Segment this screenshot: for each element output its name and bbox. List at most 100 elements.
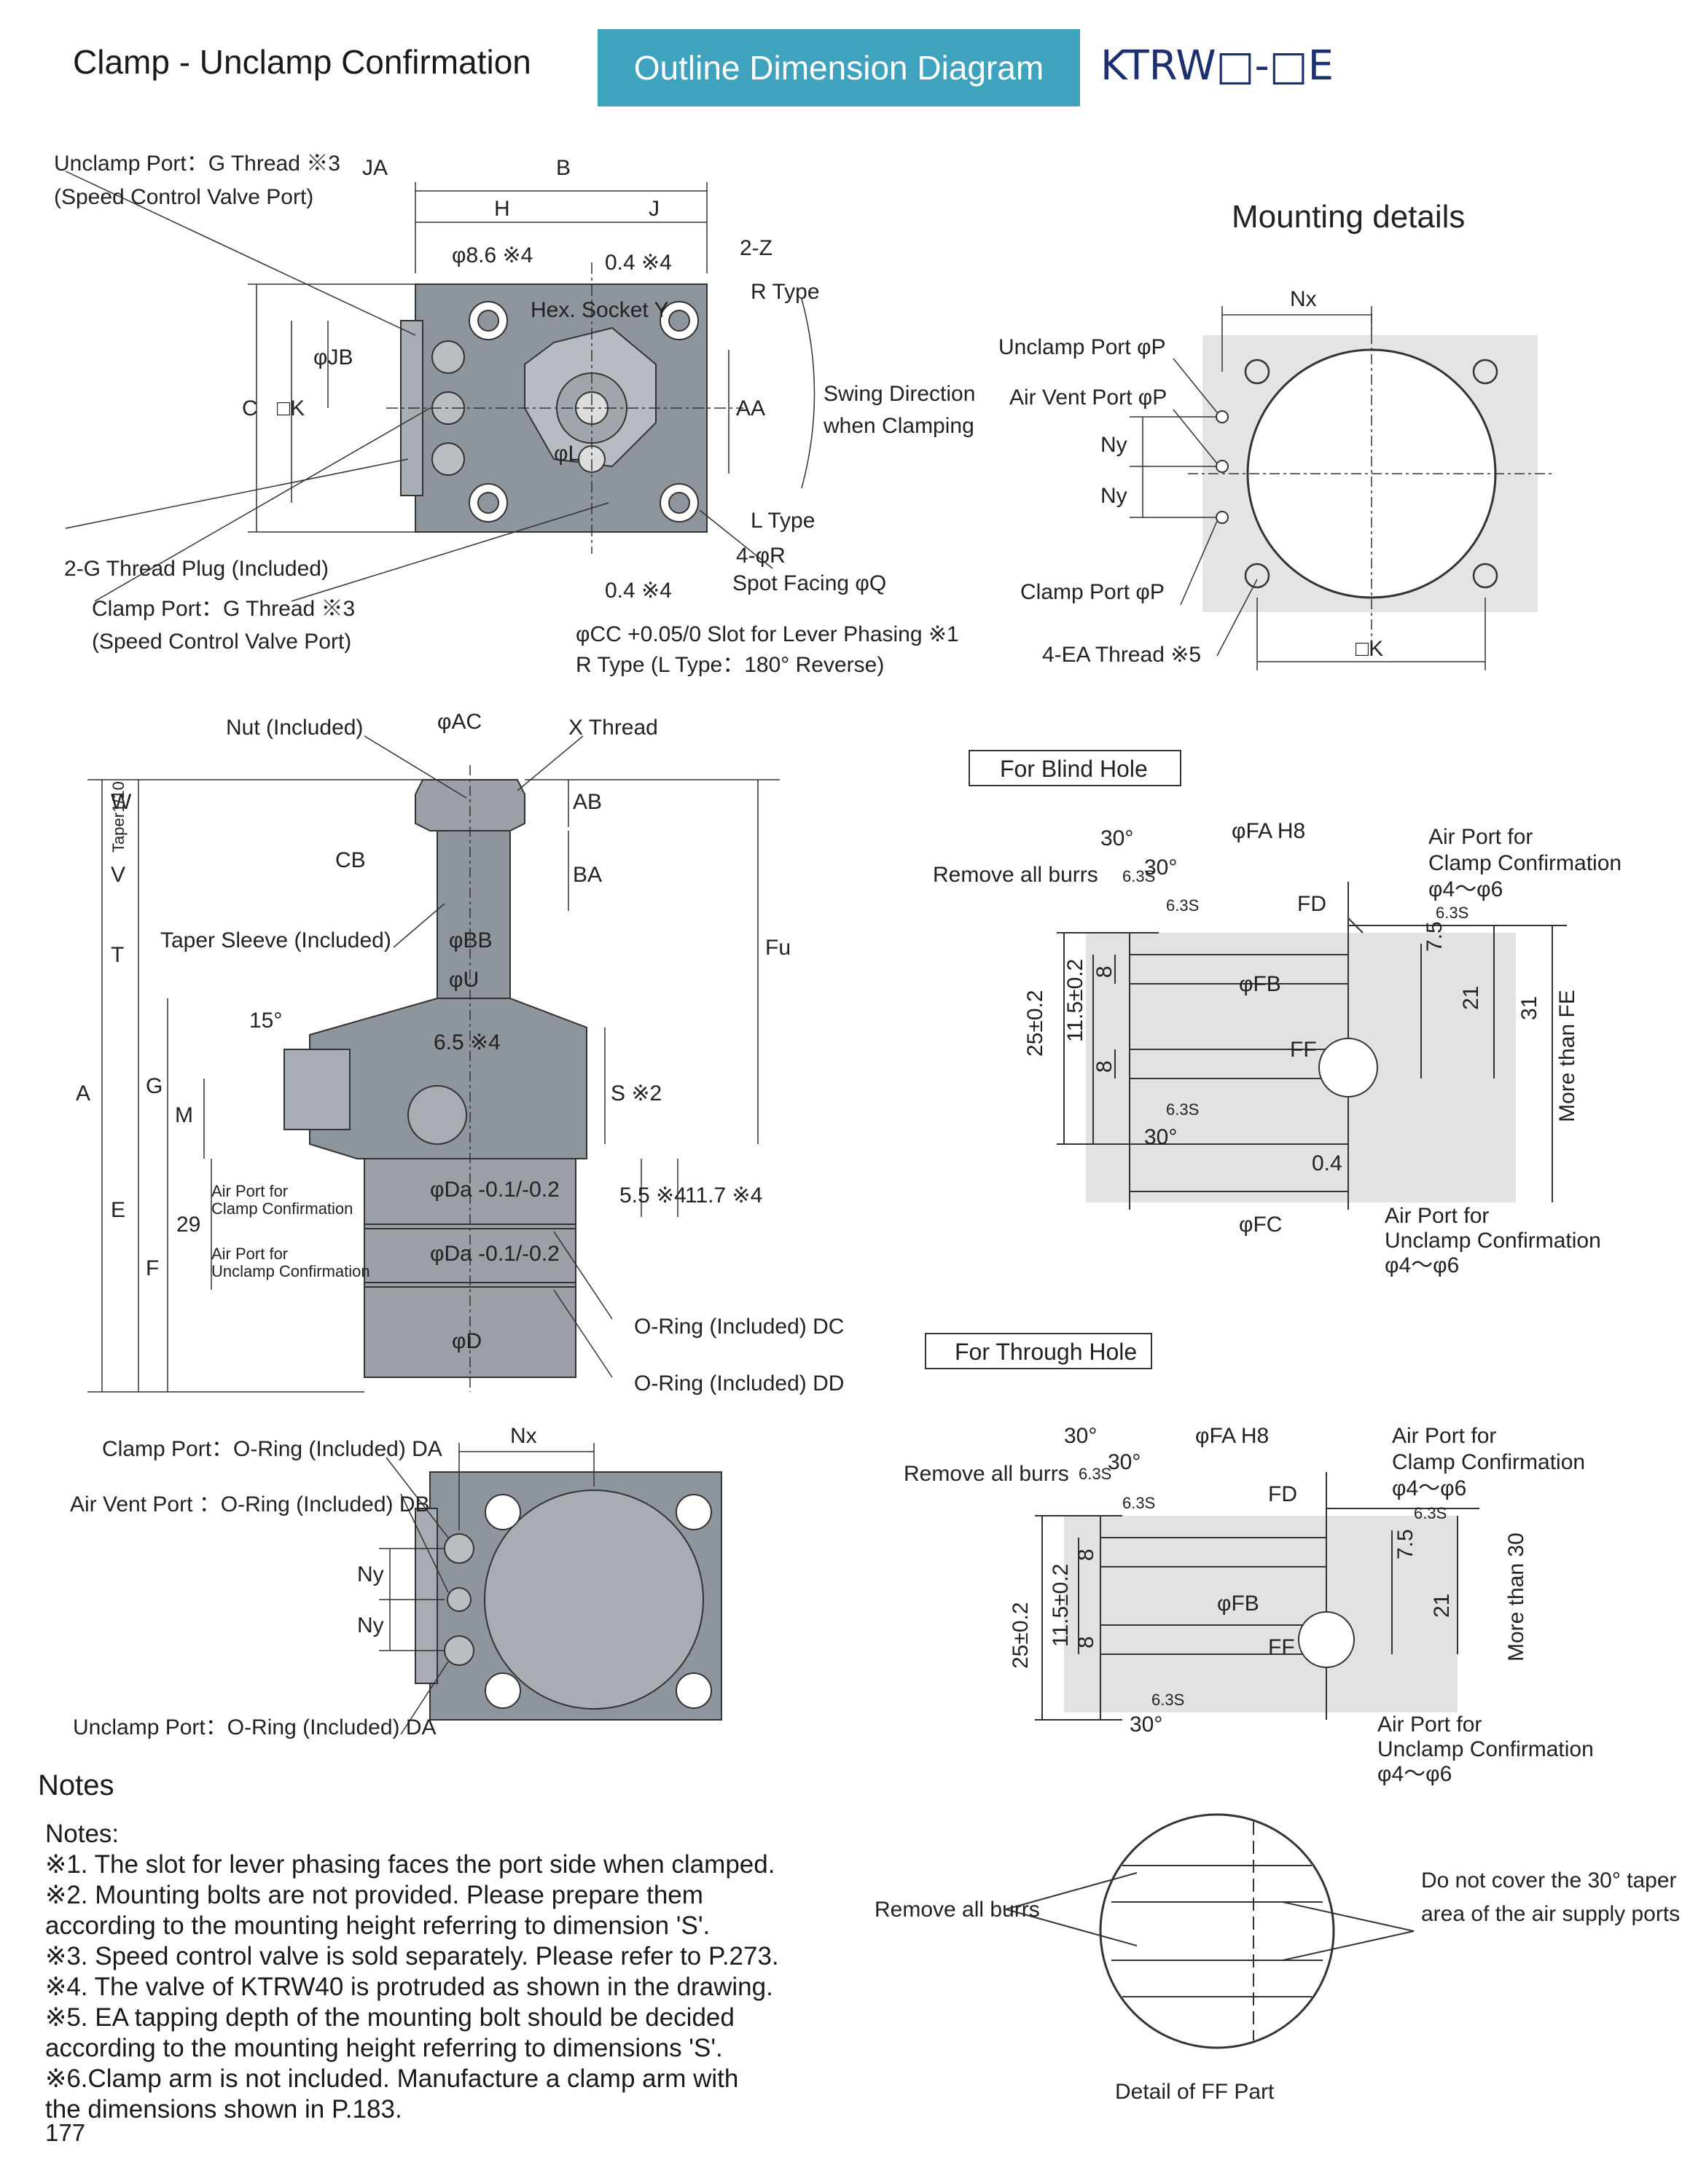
notes-heading: Notes xyxy=(38,1769,114,1801)
dim-jb: φJB xyxy=(313,345,353,369)
side-dim-fu: Fu xyxy=(765,936,791,960)
side-d65: 6.5 ※4 xyxy=(434,1030,501,1054)
side-dim-29: 29 xyxy=(176,1213,200,1237)
hex-socket-label: Hex. Socket Y xyxy=(531,298,669,322)
blind-dim-25: 25±0.2 xyxy=(1023,990,1047,1057)
through-dim-21: 21 xyxy=(1430,1594,1454,1618)
dim-04-bottom: 0.4 ※4 xyxy=(605,579,672,603)
swing-label: Swing Direction xyxy=(824,382,975,406)
blind-fc: φFC xyxy=(1239,1213,1282,1237)
through-fd: FD xyxy=(1268,1482,1297,1506)
blind-ff: FF xyxy=(1290,1038,1317,1062)
top-ports xyxy=(431,340,465,476)
through-air-clamp-sub: Clamp Confirmation xyxy=(1392,1450,1585,1474)
through-dim-75: 7.5 xyxy=(1393,1529,1417,1559)
blind-rough-4: 6.3S xyxy=(1436,904,1468,922)
side-taper-sleeve-label: Taper Sleeve (Included) xyxy=(160,928,391,952)
side-dim-f: F xyxy=(146,1256,159,1280)
side-da-1: φDa -0.1/-0.2 xyxy=(430,1178,560,1202)
blind-air-clamp-range: φ4～φ6 xyxy=(1428,877,1503,901)
note-line: ※5. EA tapping depth of the mounting bol… xyxy=(45,2003,735,2032)
side-oring-dc: O-Ring (Included) DC xyxy=(634,1315,844,1339)
dim-l: φL xyxy=(554,442,580,466)
blind-rough-3: 6.3S xyxy=(1166,1100,1199,1119)
mounting-details-drawing: Mounting details Nx Unclamp Port φP Air … xyxy=(998,199,1552,670)
spot-facing-label: Spot Facing φQ xyxy=(732,571,886,595)
side-ac: φAC xyxy=(437,710,482,734)
blind-angle-1: 30° xyxy=(1100,826,1133,850)
side-air-unclamp-sub: Unclamp Confirmation xyxy=(211,1262,370,1280)
side-angle-15: 15° xyxy=(249,1009,282,1033)
dim-c: C xyxy=(242,396,258,420)
blind-title: For Blind Hole xyxy=(1000,756,1148,782)
note-line: ※2. Mounting bolts are not provided. Ple… xyxy=(45,1881,703,1909)
bottom-ny-2: Ny xyxy=(357,1613,384,1637)
through-more-than-30: More than 30 xyxy=(1504,1533,1528,1662)
side-dim-cb: CB xyxy=(335,848,366,872)
mount-air-ports xyxy=(1216,410,1229,524)
through-angle-3: 30° xyxy=(1130,1713,1162,1737)
r-type-label: R Type xyxy=(751,280,820,304)
through-ff: FF xyxy=(1268,1635,1295,1659)
slot-sub-label: R Type (L Type：180° Reverse) xyxy=(576,653,884,677)
dim-h: H xyxy=(494,197,510,221)
mount-unclamp-port: Unclamp Port φP xyxy=(998,335,1166,359)
side-da-2: φDa -0.1/-0.2 xyxy=(430,1242,560,1266)
blind-dim-8b: 8 xyxy=(1092,1060,1116,1073)
blind-angle-2: 30° xyxy=(1144,856,1177,880)
blind-rough-2: 6.3S xyxy=(1166,896,1199,915)
ff-detail-lines xyxy=(1005,1822,1415,2040)
bottom-ny-1: Ny xyxy=(357,1562,384,1586)
blind-fa: φFA H8 xyxy=(1232,819,1305,843)
through-bore-lines xyxy=(1035,1472,1479,1721)
dim-ja: JA xyxy=(362,156,388,180)
side-dim-g: G xyxy=(146,1074,163,1098)
side-dim-e: E xyxy=(111,1198,125,1222)
bottom-ports xyxy=(444,1533,474,1666)
side-oring-dd: O-Ring (Included) DD xyxy=(634,1371,844,1396)
bottom-view-drawing: Nx Ny Ny Clamp Port：O-Ring (Included) DA… xyxy=(70,1424,722,1739)
plug-label: 2-G Thread Plug (Included) xyxy=(64,557,329,581)
mount-ny-1: Ny xyxy=(1100,433,1127,457)
through-rough-4: 6.3S xyxy=(1414,1504,1447,1522)
four-r-label: 4-φR xyxy=(736,544,786,568)
blind-fd: FD xyxy=(1297,892,1326,916)
swing-sub-label: when Clamping xyxy=(823,414,974,438)
mount-clamp-port: Clamp Port φP xyxy=(1020,580,1165,604)
through-dim-25: 25±0.2 xyxy=(1009,1602,1033,1669)
bottom-mount-holes xyxy=(485,1494,712,1709)
through-air-unclamp-sub: Unclamp Confirmation xyxy=(1377,1737,1594,1761)
through-rough-3: 6.3S xyxy=(1151,1691,1184,1709)
blind-dim-75: 7.5 xyxy=(1423,921,1447,952)
side-x-thread: X Thread xyxy=(568,716,658,740)
blind-fb: φFB xyxy=(1239,972,1281,996)
blind-air-unclamp: Air Port for xyxy=(1385,1204,1489,1228)
side-dim-m: M xyxy=(175,1103,193,1127)
side-dim-s: S ※2 xyxy=(611,1081,662,1105)
blind-burrs: Remove all burrs xyxy=(933,863,1098,887)
blind-angle-3: 30° xyxy=(1144,1125,1177,1149)
page-number: 177 xyxy=(45,2119,86,2146)
blind-air-clamp: Air Port for xyxy=(1428,825,1533,849)
blind-shade xyxy=(1086,933,1516,1202)
ff-note-2: area of the air supply ports. xyxy=(1421,1902,1682,1926)
through-air-clamp-range: φ4～φ6 xyxy=(1392,1476,1466,1500)
through-dim-8a: 8 xyxy=(1074,1549,1098,1561)
mount-nx: Nx xyxy=(1290,287,1317,311)
bottom-clamp-port: Clamp Port：O-Ring (Included) DA xyxy=(102,1437,442,1461)
ff-detail-circle xyxy=(1099,1813,1335,2049)
mount-k: □K xyxy=(1356,637,1383,661)
side-dim-117: 11.7 ※4 xyxy=(685,1183,762,1208)
blind-dim-115: 11.5±0.2 xyxy=(1063,959,1087,1042)
top-dim-lines xyxy=(65,171,815,602)
side-dim-ab: AB xyxy=(573,790,602,814)
bottom-dim-lines xyxy=(379,1443,595,1735)
slot-label: φCC +0.05/0 Slot for Lever Phasing ※1 xyxy=(576,622,959,646)
side-bb: φBB xyxy=(449,928,492,952)
top-mount-holes xyxy=(469,301,699,522)
dim-j: J xyxy=(649,197,660,221)
dim-04-top: 0.4 ※4 xyxy=(605,251,672,275)
dim-b: B xyxy=(556,156,571,180)
side-air-clamp-sub: Clamp Confirmation xyxy=(211,1199,353,1218)
through-angle-1: 30° xyxy=(1064,1424,1097,1448)
